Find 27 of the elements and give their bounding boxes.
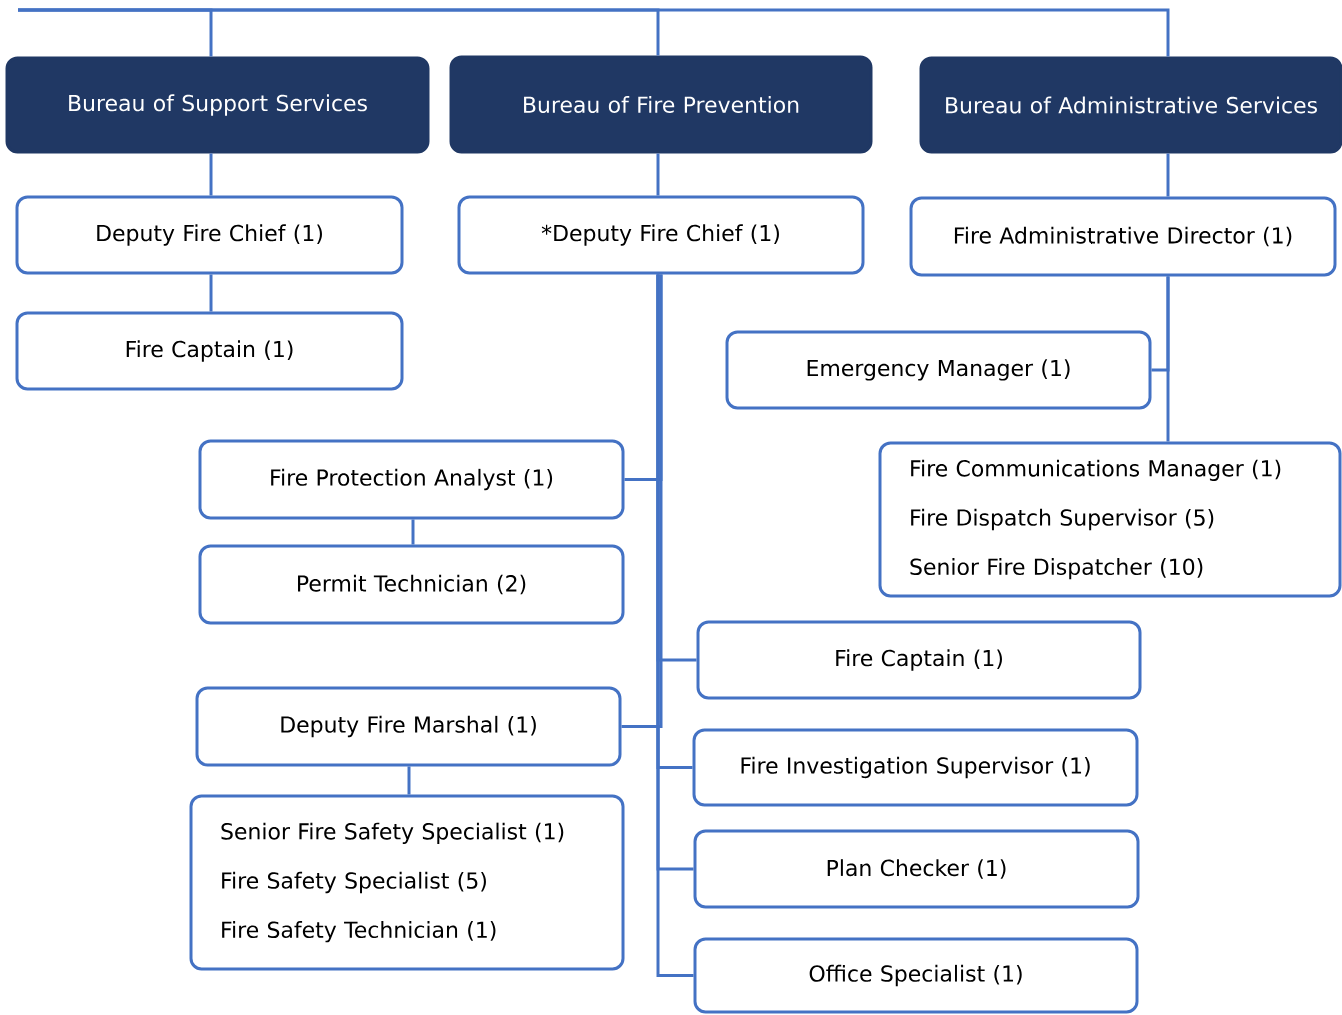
connector-line xyxy=(1166,153,1170,197)
position-box: Deputy Fire Chief (1) xyxy=(15,195,404,275)
connector-line xyxy=(411,519,415,545)
position-box: Fire Protection Analyst (1) xyxy=(198,439,625,520)
bureau-box: Bureau of Administrative Services xyxy=(919,56,1342,154)
connector-line xyxy=(656,153,660,196)
position-box: Senior Fire Safety Specialist (1) Fire Safety Specialist (5) Fire Safety Technician (1) xyxy=(189,794,625,971)
position-box: Fire Administrative Director (1) xyxy=(909,196,1337,277)
position-box: Fire Communications Manager (1) Fire Dispatch Supervisor (5) Senior Fire Dispatcher (10) xyxy=(878,441,1342,598)
connector-line xyxy=(18,8,1170,57)
position-box: Emergency Manager (1) xyxy=(725,330,1152,410)
connector-line xyxy=(209,153,213,196)
position-box: Plan Checker (1) xyxy=(693,829,1140,909)
bureau-box: Bureau of Support Services xyxy=(5,56,430,154)
position-box: Fire Captain (1) xyxy=(696,620,1142,700)
connector-line xyxy=(1166,276,1170,442)
position-box: Fire Captain (1) xyxy=(15,311,404,391)
position-box: Fire Investigation Supervisor (1) xyxy=(692,728,1139,807)
connector-line xyxy=(209,274,213,312)
bureau-box: Bureau of Fire Prevention xyxy=(449,55,873,154)
position-box: Deputy Fire Marshal (1) xyxy=(195,686,622,767)
position-box: Permit Technician (2) xyxy=(198,544,625,625)
connector-line xyxy=(656,274,694,977)
position-box: *Deputy Fire Chief (1) xyxy=(457,195,865,275)
connector-line xyxy=(407,766,411,795)
connector-line xyxy=(621,274,663,728)
position-box: Office Specialist (1) xyxy=(693,937,1139,1014)
